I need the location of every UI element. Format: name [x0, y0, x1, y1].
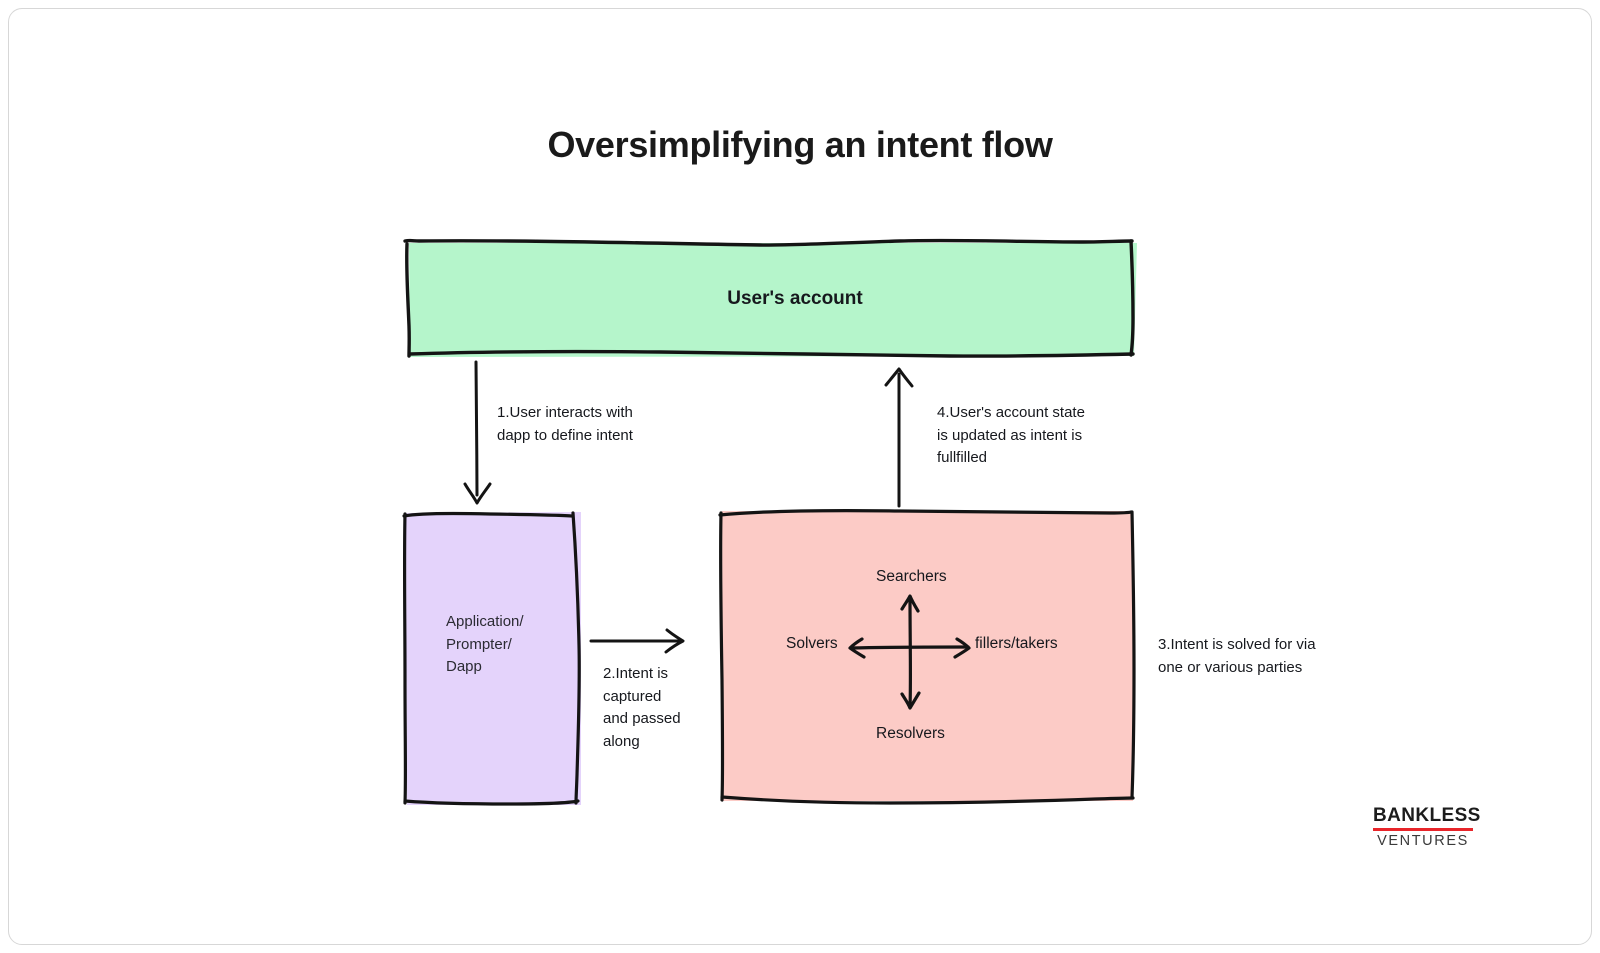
annotation-step-2-line-1: 2.Intent is — [603, 665, 669, 682]
logo-secondary-text: VENTURES — [1377, 832, 1469, 849]
annotation-step-2-line-4: along — [603, 732, 640, 750]
application-label-line-1: Application/ — [446, 613, 524, 630]
annotation-step-2: 2.Intent is captured and passed along — [603, 663, 698, 753]
user-account-label: User's account — [727, 288, 863, 309]
application-label: Application/ Prompter/ Dapp — [446, 611, 596, 679]
cross-label-searchers: Searchers — [876, 568, 947, 585]
application-label-line-3: Dapp — [446, 658, 482, 675]
annotation-step-4: 4.User's account state is updated as int… — [937, 402, 1127, 470]
cross-label-solvers: Solvers — [786, 635, 838, 652]
logo-red-rule — [1373, 827, 1473, 831]
annotation-step-1-line-2: dapp to define intent — [497, 426, 633, 444]
annotation-step-3-line-1: 3.Intent is solved for via — [1158, 636, 1316, 653]
cross-label-resolvers: Resolvers — [876, 725, 945, 742]
annotation-step-3: 3.Intent is solved for via one or variou… — [1158, 634, 1358, 679]
application-label-line-2: Prompter/ — [446, 635, 512, 653]
logo-primary-text: BANKLESS — [1373, 805, 1481, 826]
annotation-step-1: 1.User interacts with dapp to define int… — [497, 402, 697, 447]
annotation-step-4-line-1: 4.User's account state — [937, 404, 1085, 421]
cross-arrows — [848, 594, 971, 710]
annotation-step-4-line-2: is updated as intent is — [937, 426, 1083, 444]
annotation-step-2-line-3: and passed — [603, 710, 681, 727]
page-title: Oversimplifying an intent flow — [547, 124, 1053, 165]
annotation-step-3-line-2: one or various parties — [1158, 658, 1303, 676]
arrow-step-1 — [463, 360, 492, 505]
node-application — [402, 511, 581, 806]
annotation-step-4-line-3: fullfilled — [937, 449, 988, 466]
annotation-step-1-line-1: 1.User interacts with — [497, 404, 633, 421]
arrow-step-4 — [884, 367, 914, 508]
cross-label-fillers-takers: fillers/takers — [975, 635, 1058, 652]
arrow-step-2 — [589, 628, 685, 654]
node-solver-network — [718, 509, 1136, 805]
bankless-ventures-logo: BANKLESS VENTURES — [1373, 805, 1481, 849]
annotation-step-2-line-2: captured — [603, 687, 662, 705]
node-user-account — [403, 238, 1137, 358]
